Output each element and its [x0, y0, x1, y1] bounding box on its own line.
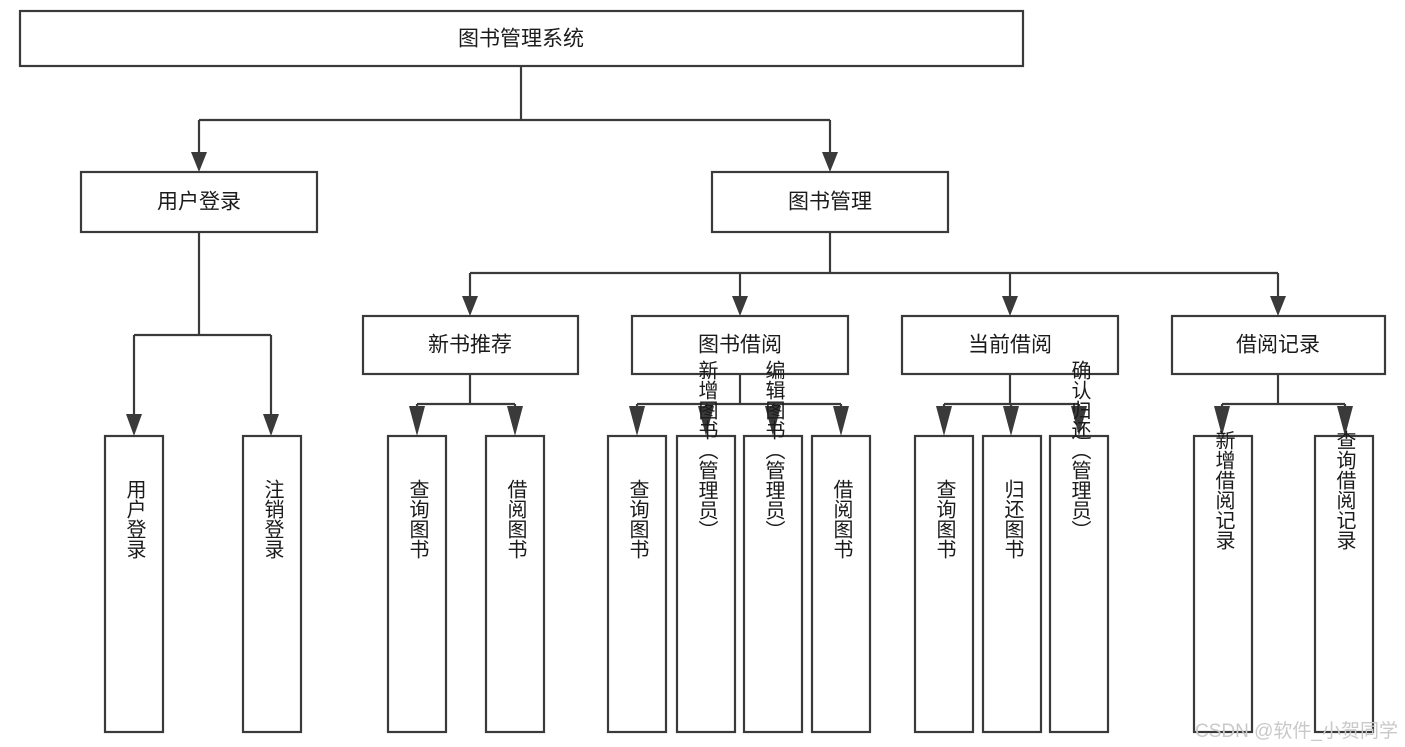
leaf-add-book-box[interactable] [675, 434, 737, 734]
leaf-confirm-return-label: 确认归还（管理员） [1068, 360, 1091, 540]
leaf-borrow-book-2[interactable]: 借阅图书 [810, 434, 872, 734]
leaf-query-book-2[interactable]: 查询图书 [606, 434, 668, 734]
leaf-query-record-label: 查询借阅记录 [1333, 430, 1356, 550]
connector-group-root [191, 66, 838, 172]
leaf-query-book-2-label: 查询图书 [626, 479, 649, 559]
node-root[interactable]: 图书管理系统 [18, 9, 1025, 68]
connector-group-user-login [126, 232, 279, 436]
node-book-borrow-box[interactable] [630, 314, 850, 376]
leaf-query-book-1-box[interactable] [386, 434, 448, 734]
node-book-management[interactable]: 图书管理 [710, 170, 950, 234]
leaf-query-book-1-label: 查询图书 [406, 479, 429, 559]
leaf-borrow-book-1-box[interactable] [484, 434, 546, 734]
leaf-query-book-2-box[interactable] [606, 434, 668, 734]
connector-group-borrow-record [1214, 374, 1353, 436]
arrow-br-leaf-1 [1214, 406, 1230, 436]
leaf-edit-book[interactable]: 编辑图书（管理员） [742, 360, 804, 734]
node-borrow-record[interactable]: 借阅记录 [1170, 314, 1387, 376]
arrow-br-leaf-2 [1337, 406, 1353, 436]
leaf-confirm-return-box[interactable] [1048, 434, 1110, 734]
leaf-add-record[interactable]: 新增借阅记录 [1192, 430, 1254, 734]
leaf-borrow-book-1-label: 借阅图书 [504, 479, 527, 559]
node-book-borrow[interactable]: 图书借阅 [630, 314, 850, 376]
arrow-cb-leaf-2 [1003, 406, 1019, 436]
node-book-management-label: 图书管理 [788, 191, 872, 214]
arrow-cb-leaf-1 [936, 406, 952, 436]
arrow-bb-leaf-4 [833, 406, 849, 436]
leaf-borrow-book-2-label: 借阅图书 [830, 479, 853, 559]
leaf-query-book-3-box[interactable] [913, 434, 975, 734]
node-user-login-label: 用户登录 [157, 191, 241, 214]
node-new-book-recommend-box[interactable] [361, 314, 580, 376]
leaf-query-record[interactable]: 查询借阅记录 [1313, 430, 1375, 734]
node-user-login-box[interactable] [79, 170, 319, 234]
node-borrow-record-label: 借阅记录 [1236, 334, 1320, 357]
connector-group-book-borrow [629, 374, 849, 436]
node-borrow-record-box[interactable] [1170, 314, 1387, 376]
connector-group-current-borrow [936, 374, 1087, 436]
leaf-borrow-book-2-box[interactable] [810, 434, 872, 734]
connector-group-new-book-recommend [409, 374, 523, 436]
node-current-borrow-label: 当前借阅 [968, 334, 1052, 357]
node-book-management-box[interactable] [710, 170, 950, 234]
leaf-query-book-3-label: 查询图书 [933, 479, 956, 559]
leaf-user-login-box[interactable] [103, 434, 165, 734]
leaf-logout-login[interactable]: 注销登录 [241, 434, 303, 734]
arrow-root-to-book-management [822, 152, 838, 172]
arrow-root-to-user-login [191, 152, 207, 172]
arrow-bb-leaf-1 [629, 406, 645, 436]
leaf-query-book-3[interactable]: 查询图书 [913, 434, 975, 734]
leaf-logout-login-label: 注销登录 [261, 479, 284, 559]
leaf-user-login[interactable]: 用户登录 [103, 434, 165, 734]
leaf-add-book-label: 新增图书（管理员） [695, 360, 718, 540]
arrow-nbr-leaf-2 [507, 406, 523, 436]
arrow-user-login-leaf-1 [126, 414, 142, 436]
connector-group-book-management [462, 232, 1286, 316]
leaf-return-book[interactable]: 归还图书 [981, 434, 1043, 734]
leaf-borrow-book-1[interactable]: 借阅图书 [484, 434, 546, 734]
arrow-bb-leaf-2 [698, 406, 714, 436]
arrow-user-login-leaf-2 [263, 414, 279, 436]
node-new-book-recommend[interactable]: 新书推荐 [361, 314, 580, 376]
watermark-label: CSDN @软件_小贺同学 [1195, 720, 1398, 742]
arrow-bm-to-current-borrow [1002, 296, 1018, 316]
arrow-cb-leaf-3 [1071, 406, 1087, 436]
leaf-user-login-label: 用户登录 [123, 479, 146, 559]
arrow-bm-to-book-borrow [732, 296, 748, 316]
leaf-query-book-1[interactable]: 查询图书 [386, 434, 448, 734]
node-current-borrow[interactable]: 当前借阅 [900, 314, 1120, 376]
arrow-bb-leaf-3 [765, 406, 781, 436]
leaf-return-book-box[interactable] [981, 434, 1043, 734]
leaf-edit-book-box[interactable] [742, 434, 804, 734]
node-root-box[interactable] [18, 9, 1025, 68]
leaf-add-record-label: 新增借阅记录 [1212, 430, 1235, 550]
leaf-edit-book-label: 编辑图书（管理员） [762, 360, 785, 540]
arrow-bm-to-new-book [462, 296, 478, 316]
leaf-query-record-box[interactable] [1313, 434, 1375, 734]
node-root-label: 图书管理系统 [458, 28, 584, 51]
leaf-confirm-return[interactable]: 确认归还（管理员） [1048, 360, 1110, 734]
node-book-borrow-label: 图书借阅 [698, 334, 782, 357]
arrow-nbr-leaf-1 [409, 406, 425, 436]
leaf-add-record-box[interactable] [1192, 434, 1254, 734]
node-new-book-recommend-label: 新书推荐 [428, 334, 512, 357]
arrow-bm-to-borrow-record [1270, 296, 1286, 316]
node-user-login[interactable]: 用户登录 [79, 170, 319, 234]
leaf-return-book-label: 归还图书 [1001, 479, 1024, 559]
node-current-borrow-box[interactable] [900, 314, 1120, 376]
leaf-logout-login-box[interactable] [241, 434, 303, 734]
leaf-add-book[interactable]: 新增图书（管理员） [675, 360, 737, 734]
